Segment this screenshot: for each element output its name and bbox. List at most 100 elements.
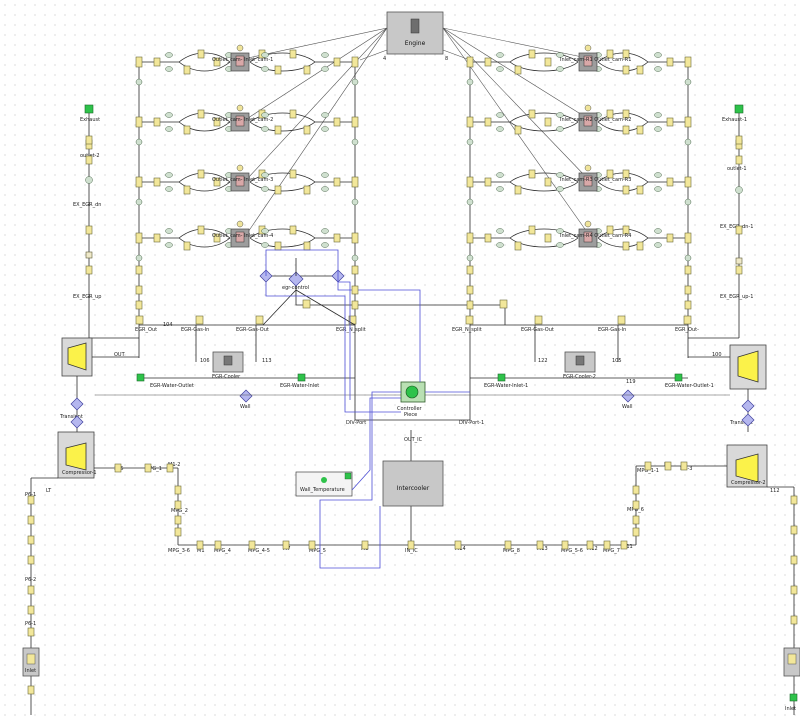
orifice-icon[interactable] (86, 177, 93, 184)
orifice-icon[interactable] (655, 127, 662, 132)
rail-pipe[interactable] (352, 301, 358, 309)
rail-pipe[interactable] (136, 177, 142, 187)
rail-pipe[interactable] (136, 286, 142, 294)
rail-pipe[interactable] (352, 286, 358, 294)
sensor-icon[interactable] (790, 694, 797, 701)
port-pipe[interactable] (184, 66, 190, 74)
port-pipe[interactable] (529, 110, 535, 118)
orifice-icon[interactable] (166, 243, 173, 248)
sensor-icon[interactable] (298, 374, 305, 381)
orifice-icon[interactable] (655, 187, 662, 192)
compressor-left[interactable]: Compressor-1 (58, 432, 97, 478)
rail-pipe[interactable] (467, 301, 473, 309)
side-pipe[interactable] (28, 686, 34, 694)
rail-pipe[interactable] (685, 286, 691, 294)
orifice-icon[interactable] (655, 53, 662, 58)
egr-cooler-left[interactable]: EGR-Cooler 106 113 (196, 325, 272, 380)
egr-gasout-right-pipe[interactable] (535, 316, 542, 324)
orifice-icon[interactable] (136, 199, 142, 205)
intake-pipe[interactable] (175, 528, 181, 536)
rail-pipe[interactable] (685, 266, 691, 274)
orifice-icon[interactable] (467, 79, 473, 85)
port-pipe[interactable] (198, 170, 204, 178)
orifice-icon[interactable] (136, 139, 142, 145)
intake-pipe[interactable] (145, 464, 151, 472)
port-pipe[interactable] (667, 234, 673, 242)
engine-block[interactable]: Engine (387, 12, 443, 54)
orifice-icon[interactable] (166, 53, 173, 58)
port-pipe[interactable] (275, 126, 281, 134)
orifice-icon[interactable] (736, 258, 742, 264)
orifice-icon[interactable] (655, 243, 662, 248)
orifice-icon[interactable] (497, 113, 504, 118)
intake-pipe[interactable] (604, 541, 610, 549)
port-pipe[interactable] (198, 50, 204, 58)
egr-in-left-pipe[interactable] (196, 316, 203, 324)
orifice-icon[interactable] (557, 127, 564, 132)
orifice-icon[interactable] (497, 229, 504, 234)
port-pipe[interactable] (515, 66, 521, 74)
orifice-icon[interactable] (557, 187, 564, 192)
intake-pipe[interactable] (175, 486, 181, 494)
port-pipe[interactable] (623, 186, 629, 194)
flow-split-icon[interactable] (742, 400, 754, 412)
port-pipe[interactable] (515, 242, 521, 250)
port-pipe[interactable] (275, 186, 281, 194)
orifice-icon[interactable] (467, 139, 473, 145)
sensor-icon[interactable] (85, 105, 93, 113)
orifice-icon[interactable] (655, 113, 662, 118)
port-pipe[interactable] (485, 118, 491, 126)
intake-pipe[interactable] (197, 541, 203, 549)
intake-pipe[interactable] (408, 541, 414, 549)
orifice-icon[interactable] (497, 53, 504, 58)
rail-pipe[interactable] (467, 233, 473, 243)
port-pipe[interactable] (667, 58, 673, 66)
port-pipe[interactable] (304, 66, 310, 74)
egr-in-right-pipe[interactable] (618, 316, 625, 324)
rail-pipe[interactable] (467, 286, 473, 294)
intake-pipe[interactable] (681, 462, 687, 470)
intake-pipe[interactable] (633, 516, 639, 524)
egr-split-right-pipe[interactable] (466, 316, 473, 324)
intake-pipe[interactable] (455, 541, 461, 549)
port-pipe[interactable] (198, 110, 204, 118)
intake-pipe[interactable] (362, 541, 368, 549)
orifice-icon[interactable] (262, 67, 269, 72)
egr-cooler-right[interactable]: EGR-Cooler-2 122 105 (535, 325, 622, 380)
port-pipe[interactable] (529, 50, 535, 58)
port-pipe[interactable] (290, 226, 296, 234)
rail-pipe[interactable] (685, 233, 691, 243)
side-pipe[interactable] (28, 496, 34, 504)
egr-out-left-pipe[interactable] (136, 316, 143, 324)
orifice-icon[interactable] (497, 173, 504, 178)
orifice-icon[interactable] (166, 187, 173, 192)
orifice-icon[interactable] (736, 187, 743, 194)
port-pipe[interactable] (304, 186, 310, 194)
side-pipe[interactable] (791, 616, 797, 624)
rail-pipe[interactable] (352, 233, 358, 243)
port-pipe[interactable] (334, 234, 340, 242)
wall-temperature[interactable]: Wall_Temperature (296, 472, 352, 496)
port-pipe[interactable] (545, 234, 551, 242)
port-pipe[interactable] (545, 58, 551, 66)
rail-pipe[interactable] (467, 117, 473, 127)
orifice-icon[interactable] (467, 199, 473, 205)
orifice-icon[interactable] (655, 173, 662, 178)
orifice-icon[interactable] (322, 67, 329, 72)
port-pipe[interactable] (529, 226, 535, 234)
rail-pipe[interactable] (352, 266, 358, 274)
intake-pipe[interactable] (167, 464, 173, 472)
intake-pipe[interactable] (505, 541, 511, 549)
orifice-icon[interactable] (166, 229, 173, 234)
port-pipe[interactable] (334, 178, 340, 186)
port-pipe[interactable] (154, 58, 160, 66)
side-pipe[interactable] (28, 628, 34, 636)
turbine-left[interactable]: OUT (62, 338, 139, 376)
port-pipe[interactable] (545, 118, 551, 126)
orifice-icon[interactable] (685, 199, 691, 205)
port-pipe[interactable] (334, 118, 340, 126)
port-pipe[interactable] (623, 66, 629, 74)
sensor-icon[interactable] (137, 374, 144, 381)
port-pipe[interactable] (154, 178, 160, 186)
egr-gasout-left-pipe[interactable] (256, 316, 263, 324)
